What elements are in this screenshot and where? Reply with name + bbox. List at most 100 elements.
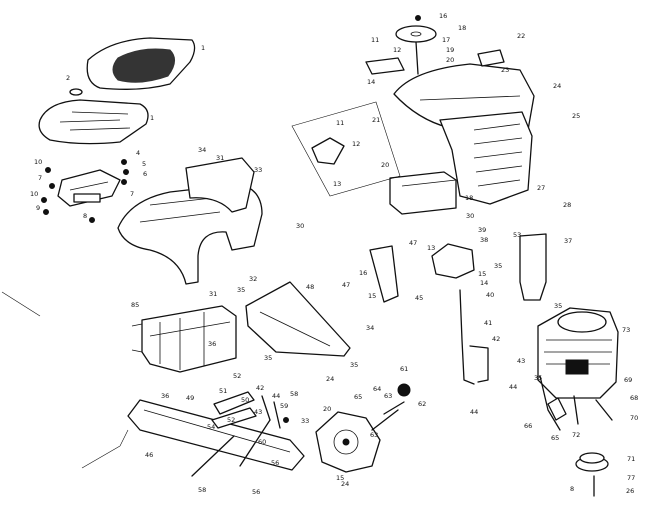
callout-label: 11 <box>336 119 344 127</box>
callout-label: 58 <box>198 486 206 494</box>
callout-label: 20 <box>323 405 331 413</box>
callout-label: 12 <box>393 46 401 54</box>
callout-label: 49 <box>186 394 194 402</box>
callout-label: 27 <box>537 184 545 192</box>
callout-label: 14 <box>367 78 375 86</box>
callout-label: 17 <box>442 36 450 44</box>
callout-label: 16 <box>359 269 367 277</box>
callout-label: 18 <box>458 24 466 32</box>
callout-label: 44 <box>272 392 280 400</box>
callout-label: 44 <box>509 383 517 391</box>
callout-label: 10 <box>30 190 38 198</box>
callout-label: 50 <box>241 396 249 404</box>
callout-label: 18 <box>465 194 473 202</box>
callout-label: 24 <box>326 375 334 383</box>
callout-label: 14 <box>480 279 488 287</box>
callout-label: 11 <box>371 36 379 44</box>
callout-label: 20 <box>381 161 389 169</box>
grille <box>439 111 533 205</box>
dash-bracket <box>369 233 547 303</box>
callout-label: 20 <box>446 56 454 64</box>
brake-pedal-linkage <box>191 391 289 477</box>
callout-label: 35 <box>350 361 358 369</box>
callout-label: 31 <box>216 154 224 162</box>
callout-label: 43 <box>254 408 262 416</box>
callout-label: 85 <box>131 301 139 309</box>
callout-label: 42 <box>256 384 264 392</box>
callout-label: 32 <box>249 275 257 283</box>
callout-label: 59 <box>280 402 288 410</box>
callout-label: 39 <box>478 226 486 234</box>
callout-label: 33 <box>254 166 262 174</box>
seat-spring-bracket <box>57 169 121 207</box>
callout-label: 15 <box>478 270 486 278</box>
callout-label: 31 <box>209 290 217 298</box>
callout-label: 5 <box>142 160 146 168</box>
callout-label: 68 <box>630 394 638 402</box>
callout-label: 65 <box>551 434 559 442</box>
callout-label: 7 <box>130 190 134 198</box>
callout-label: 34 <box>198 146 206 154</box>
seat-knob <box>69 88 83 96</box>
callout-label: 12 <box>352 140 360 148</box>
callout-label: 19 <box>446 46 454 54</box>
callout-label: 58 <box>290 390 298 398</box>
callout-label: 73 <box>622 326 630 334</box>
transmission <box>315 383 411 473</box>
callout-label: 4 <box>136 149 140 157</box>
callout-label: 21 <box>372 116 380 124</box>
fender-bracket <box>185 157 255 213</box>
callout-label: 48 <box>306 283 314 291</box>
callout-label: 35 <box>264 354 272 362</box>
callout-label: 43 <box>517 357 525 365</box>
callout-label: 8 <box>570 485 574 493</box>
callout-label: 24 <box>553 82 561 90</box>
callout-label: 13 <box>427 244 435 252</box>
hood-emblem <box>477 49 505 67</box>
callout-label: 54 <box>207 423 215 431</box>
callout-label: 22 <box>517 32 525 40</box>
callout-label: 13 <box>333 180 341 188</box>
seat-hardware <box>41 159 129 223</box>
callout-label: 6 <box>143 170 147 178</box>
callout-label: 15 <box>336 474 344 482</box>
callout-label: 52 <box>233 372 241 380</box>
callout-label: 46 <box>145 451 153 459</box>
callout-label: 66 <box>524 422 532 430</box>
callout-label: 25 <box>572 112 580 120</box>
engine-pulley <box>575 452 609 497</box>
part-callouts: 1214561071097834313330323531853636354835… <box>30 12 638 496</box>
callout-label: 65 <box>354 393 362 401</box>
callout-label: 44 <box>470 408 478 416</box>
callout-label: 77 <box>627 474 635 482</box>
callout-label: 51 <box>219 387 227 395</box>
callout-label: 70 <box>630 414 638 422</box>
callout-label: 9 <box>36 204 40 212</box>
callout-label: 35 <box>494 262 502 270</box>
registration-mark <box>1 291 41 317</box>
callout-label: 61 <box>400 365 408 373</box>
callout-label: 47 <box>342 281 350 289</box>
callout-label: 1 <box>201 44 205 52</box>
callout-label: 69 <box>624 376 632 384</box>
engine-linkage <box>539 375 613 431</box>
callout-label: 15 <box>368 292 376 300</box>
callout-label: 47 <box>409 239 417 247</box>
callout-label: 63 <box>370 431 378 439</box>
callout-label: 35 <box>237 286 245 294</box>
callout-label: 37 <box>564 237 572 245</box>
callout-label: 41 <box>484 319 492 327</box>
callout-label: 30 <box>466 212 474 220</box>
callout-label: 62 <box>418 400 426 408</box>
dash-panel <box>365 57 405 75</box>
seat-support-frame <box>131 305 237 373</box>
throttle-bracket <box>291 101 401 197</box>
callout-label: 71 <box>627 455 635 463</box>
callout-label: 8 <box>83 212 87 220</box>
callout-label: 30 <box>296 222 304 230</box>
callout-label: 56 <box>252 488 260 496</box>
lower-frame-rail <box>81 399 305 471</box>
battery-box <box>389 171 457 215</box>
callout-label: 10 <box>34 158 42 166</box>
